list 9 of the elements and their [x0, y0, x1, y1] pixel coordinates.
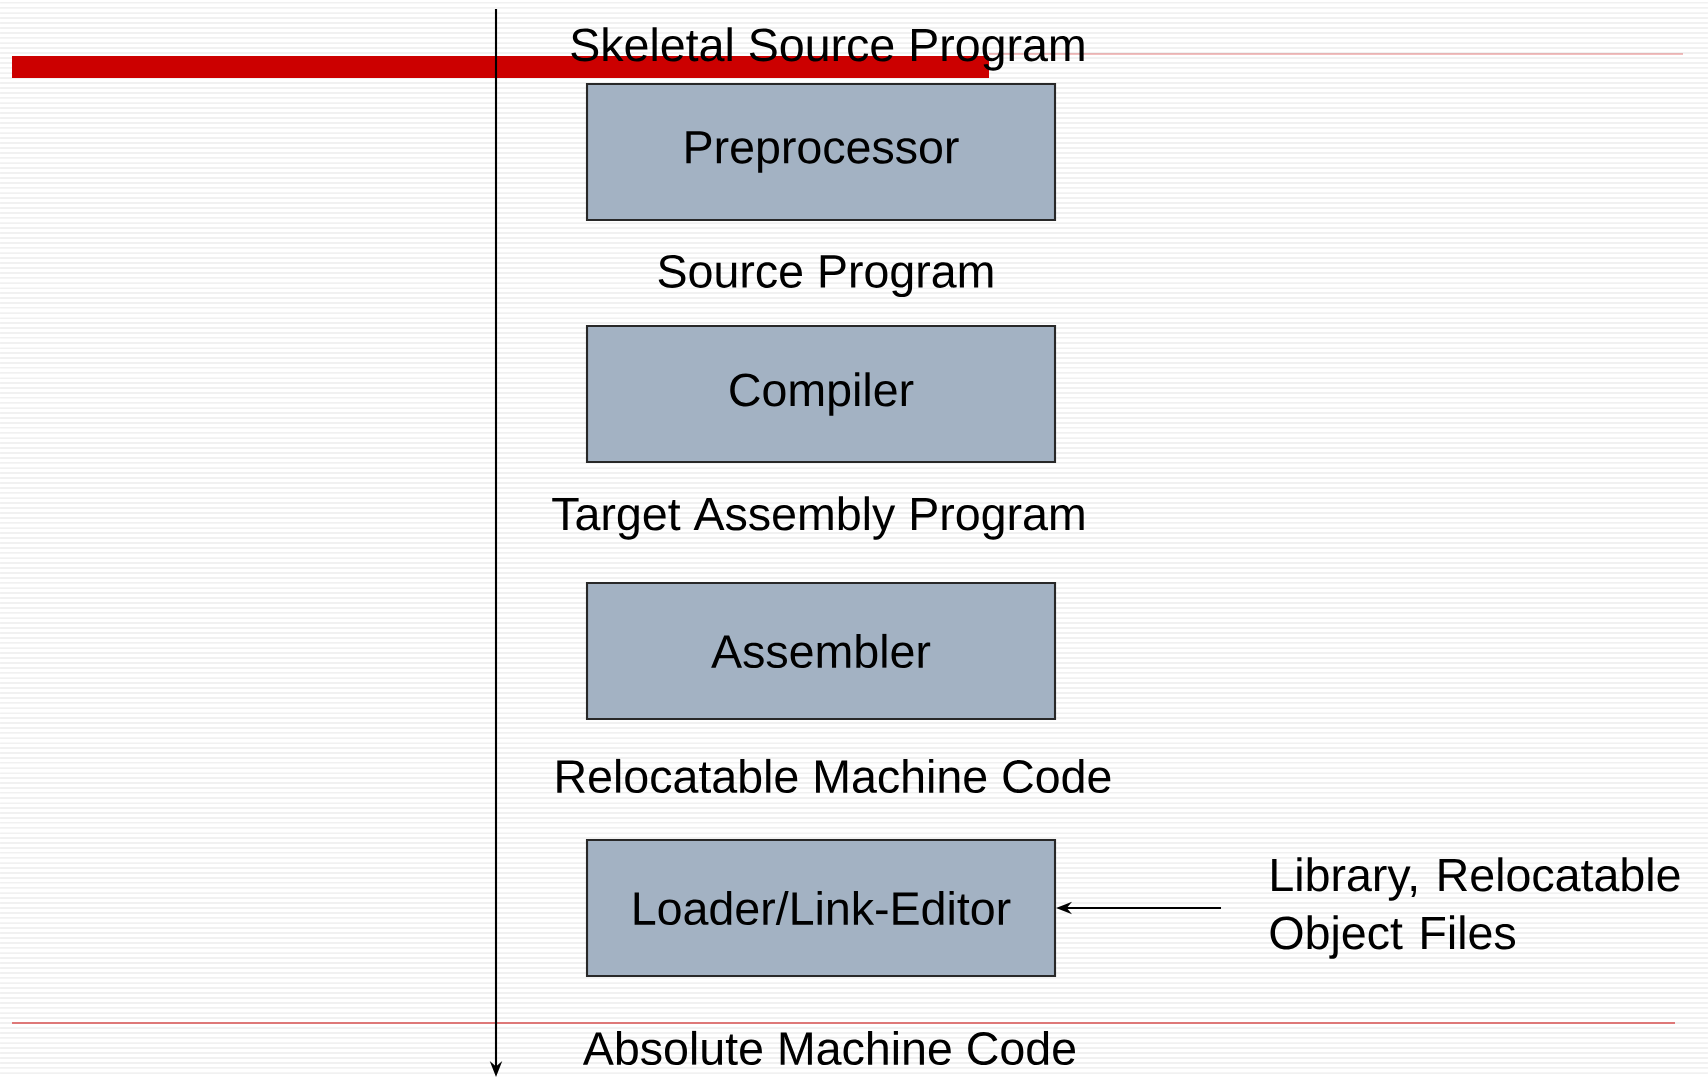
process-box: Assembler [585, 581, 1057, 721]
process-box: Preprocessor [585, 82, 1057, 222]
flow-label: Absolute Machine Code [582, 1030, 1075, 1066]
process-box: Loader/Link-Editor [585, 838, 1057, 978]
flow-label: Relocatable Machine Code [557, 758, 1111, 794]
flow-label: Source Program [658, 254, 993, 298]
text-label: Library, Relocatable Object Files [1270, 857, 1680, 959]
process-box: Compiler [585, 324, 1057, 464]
flow-label: Target Assembly Program [552, 496, 1084, 540]
